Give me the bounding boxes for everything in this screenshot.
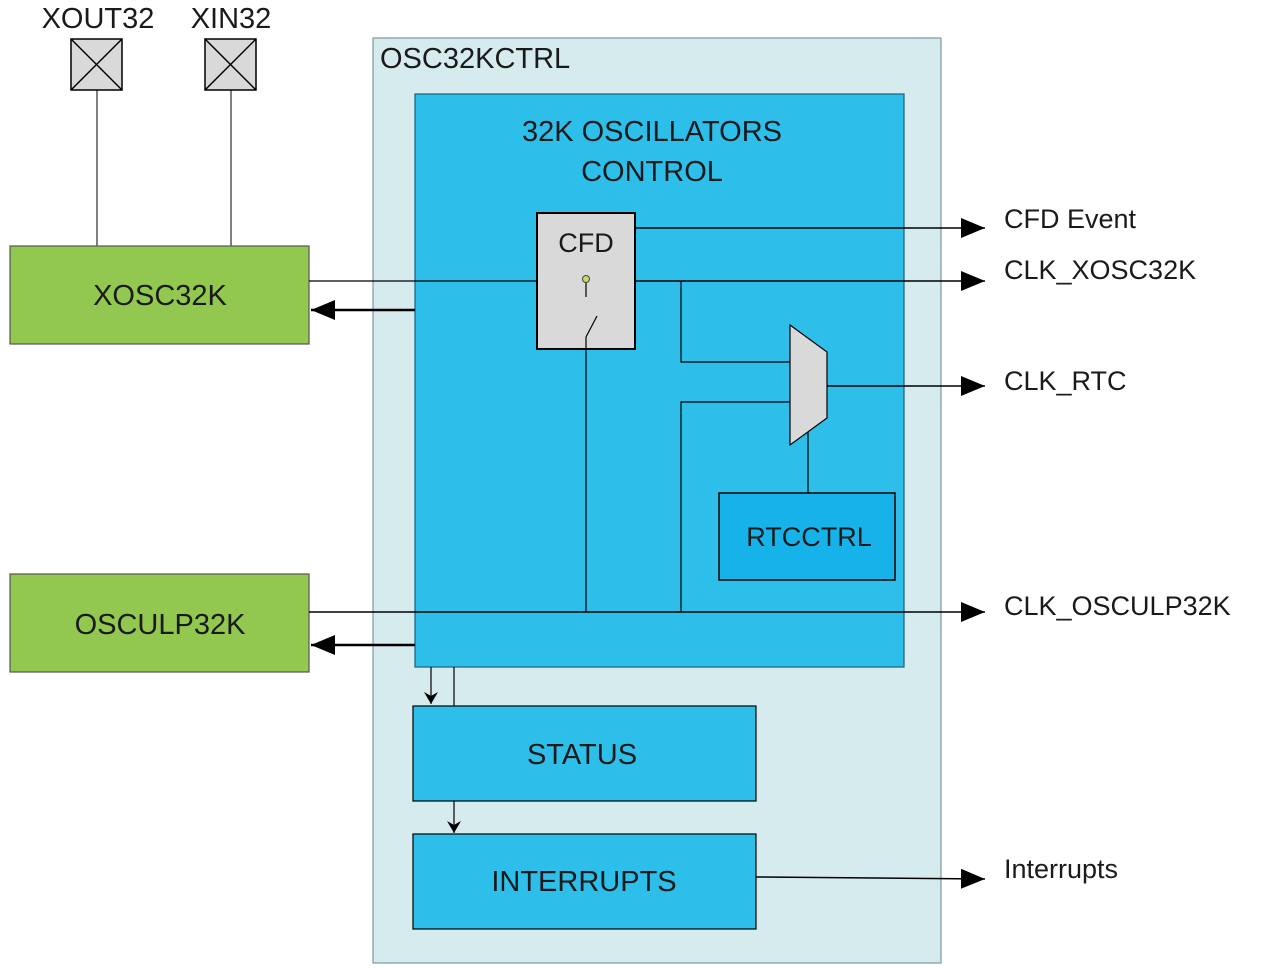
xout32-pin [70,38,123,91]
cfd-event-label: CFD Event [1004,204,1137,234]
rtcctrl-box [718,492,896,581]
xosc32k-to-mux-wire [680,281,790,363]
osculp32k-label: OSCULP32K [75,609,247,641]
interrupts-label: INTERRUPTS [491,866,676,898]
cfd-switch-icon [582,275,598,338]
rtcctrl-label: RTCCTRL [746,522,872,552]
status-box [412,705,757,802]
clk-osculp32k-label: CLK_OSCULP32K [1004,591,1231,621]
osculp32k-to-mux-wire [680,401,790,612]
xout32-label: XOUT32 [42,3,155,35]
oscillators-control-title-line1: 32K OSCILLATORS [522,116,782,148]
xin32-label: XIN32 [191,3,272,35]
interrupts-box [412,833,757,930]
interrupts-output-arrow [755,868,986,889]
xin32-pin [204,38,257,91]
osculp32k-box [9,573,310,673]
clk-rtc-label: CLK_RTC [1004,366,1127,396]
xosc32k-label: XOSC32K [93,280,227,312]
oscillators-control-title-line2: CONTROL [581,156,723,188]
interrupts-output-label: Interrupts [1004,854,1118,884]
clock-mux [789,323,828,447]
status-label: STATUS [527,739,637,771]
clk-xosc32k-label: CLK_XOSC32K [1004,255,1196,285]
xosc32k-box [9,245,310,345]
osc32kctrl-label: OSC32KCTRL [380,43,570,75]
cfd-label: CFD [558,228,614,258]
